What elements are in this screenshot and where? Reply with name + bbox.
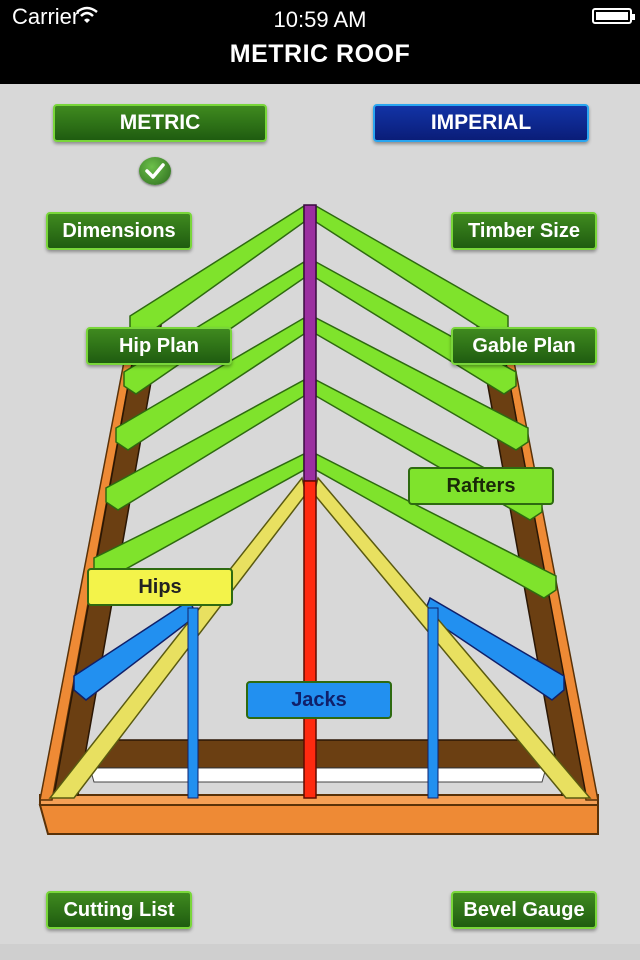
king-post	[303, 480, 317, 799]
imperial-button[interactable]: IMPERIAL	[373, 104, 589, 142]
jack-stud-left	[187, 607, 199, 799]
wall-plate-top	[39, 794, 599, 806]
hips-label-button[interactable]: Hips	[87, 568, 233, 606]
jack-stud-right	[427, 607, 439, 799]
bevel-gauge-button[interactable]: Bevel Gauge	[451, 891, 597, 929]
bottom-edge	[0, 944, 640, 960]
metric-button[interactable]: METRIC	[53, 104, 267, 142]
wifi-icon	[76, 6, 98, 23]
ridge-post	[303, 204, 317, 482]
status-bar: Carrier 10:59 AM	[0, 0, 640, 40]
dimensions-button[interactable]: Dimensions	[46, 212, 192, 250]
nav-bar: METRIC ROOF	[0, 40, 640, 84]
battery-icon	[592, 8, 635, 24]
back-plate	[96, 739, 550, 769]
hip-plan-button[interactable]: Hip Plan	[86, 327, 232, 365]
gable-plan-button[interactable]: Gable Plan	[451, 327, 597, 365]
carrier-label: Carrier	[12, 4, 80, 29]
status-time: 10:59 AM	[273, 7, 367, 32]
cutting-list-button[interactable]: Cutting List	[46, 891, 192, 929]
timber-size-button[interactable]: Timber Size	[451, 212, 597, 250]
checkmark-icon	[139, 157, 171, 185]
wall-plate-front	[38, 804, 599, 835]
jacks-label-button[interactable]: Jacks	[246, 681, 392, 719]
rafters-label-button[interactable]: Rafters	[408, 467, 554, 505]
ceiling-board	[89, 767, 547, 783]
page-title: METRIC ROOF	[229, 40, 411, 68]
